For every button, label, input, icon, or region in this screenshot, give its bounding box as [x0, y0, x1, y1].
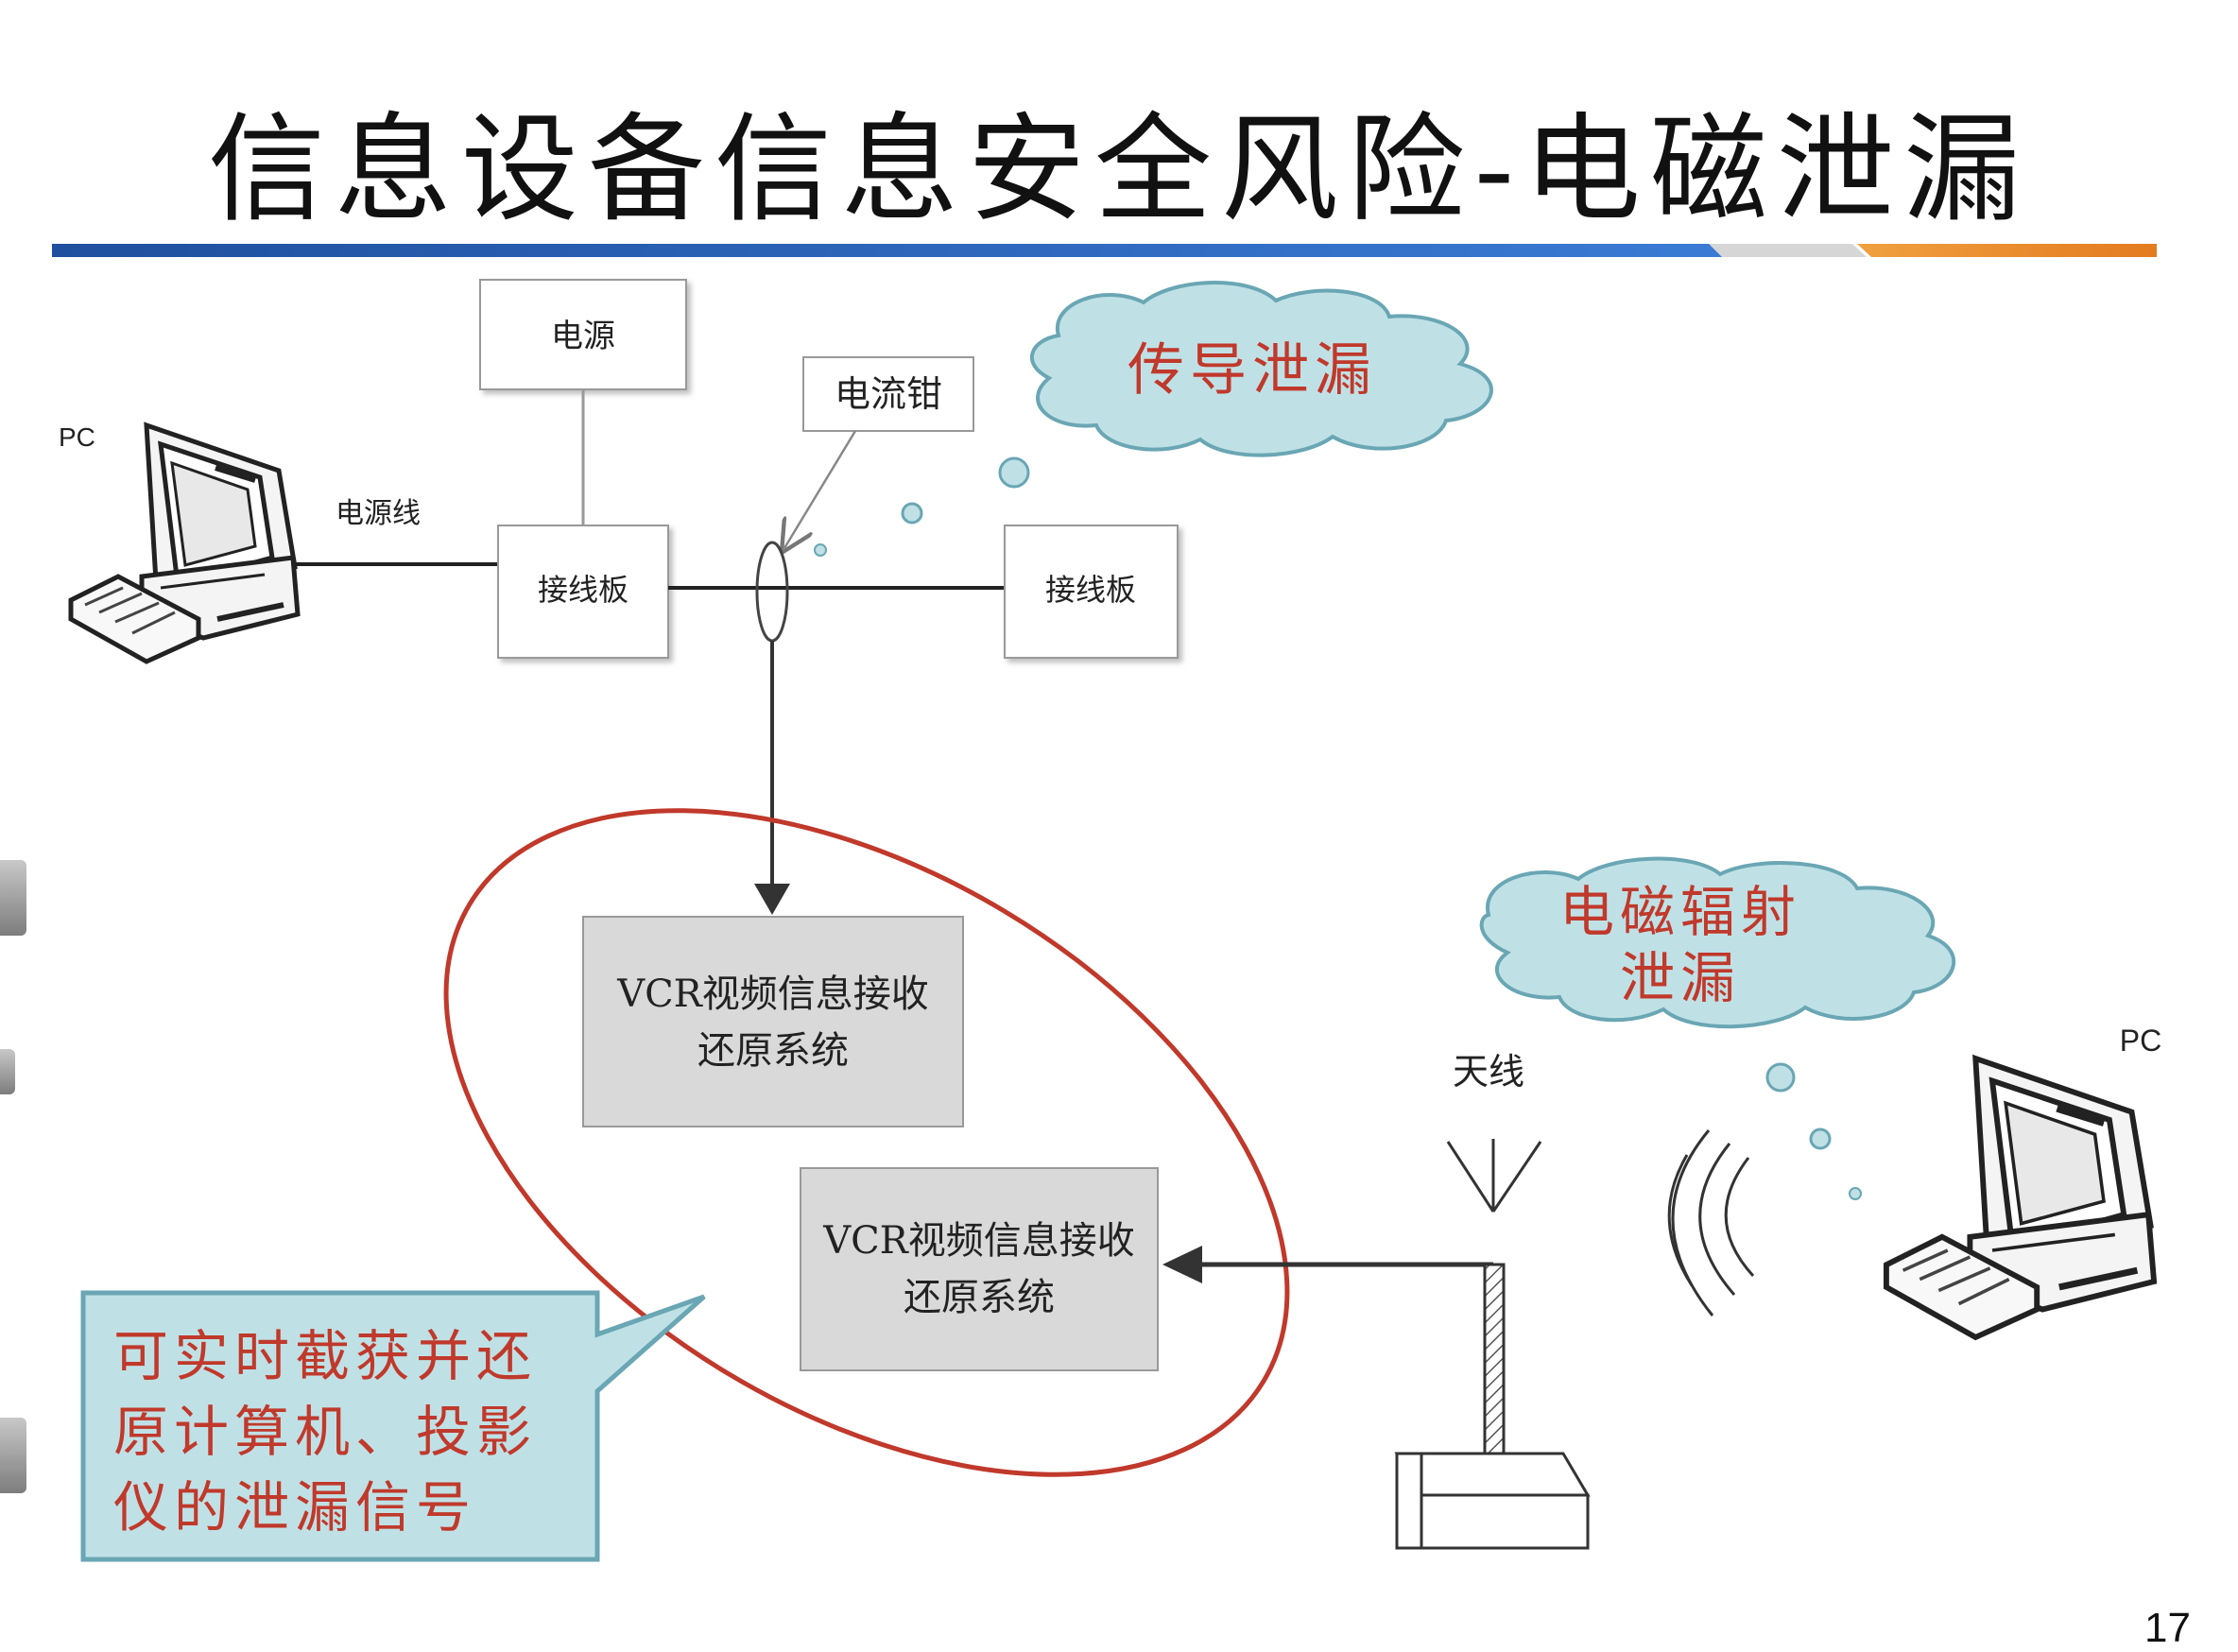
callout-line1: 可实时截获并还: [113, 1324, 537, 1388]
current-clamp-label-box: 电流钳: [802, 356, 974, 432]
pc-right-icon: [1883, 1054, 2158, 1341]
callout-line3: 仪的泄漏信号: [113, 1475, 476, 1540]
cloud-bubble-3: [814, 543, 827, 557]
receiver-box-top: VCR视频信息接收 还原系统: [582, 916, 964, 1127]
radiation-leak-label-line2: 泄漏: [1620, 946, 1741, 1010]
radiation-leak-cloud: 电磁辐射 泄漏: [1479, 856, 1956, 1029]
header-rule: [52, 244, 2157, 257]
antenna-label: 天线: [1453, 1051, 1524, 1093]
power-supply-box: 电源: [479, 279, 687, 390]
left-arrow-head: [1162, 1246, 1202, 1283]
cloud-bubble-2: [901, 502, 923, 525]
cloud-bubble-5: [1809, 1127, 1832, 1150]
cloud-bubble-4: [1765, 1062, 1796, 1093]
power-strip-right-label: 接线板: [1045, 572, 1136, 608]
radio-waves-icon: [1667, 1129, 1755, 1316]
power-cord-label: 电源线: [336, 497, 421, 530]
clamp-pointer-arrow: [784, 430, 857, 548]
receiver-bottom-line2: 还原系统: [904, 1276, 1055, 1319]
pc-left-label: PC: [59, 422, 95, 452]
power-supply-label: 电源: [551, 318, 615, 355]
conduction-leak-label: 传导泄漏: [1128, 337, 1377, 404]
receiver-box-bottom: VCR视频信息接收 还原系统: [800, 1167, 1159, 1371]
pc-right-label: PC: [2120, 1024, 2161, 1058]
cloud-bubble-1: [998, 456, 1030, 489]
cloud-bubble-6: [1849, 1187, 1862, 1200]
highlight-ellipse: [443, 808, 1290, 1477]
slide-title: 信息设备信息安全风险-电磁泄漏: [208, 102, 2030, 238]
current-clamp-icon: [755, 541, 789, 643]
side-tab-1[interactable]: [0, 860, 26, 936]
pc-left-icon: [68, 422, 301, 664]
radiation-leak-label-line1: 电磁辐射: [1559, 880, 1801, 944]
receiver-top-line1: VCR视频信息接收: [616, 972, 929, 1016]
power-strip-right: 接线板: [1004, 525, 1179, 659]
side-tab-3[interactable]: [0, 1418, 26, 1493]
power-strip-left-label: 接线板: [538, 572, 628, 608]
current-clamp-label: 电流钳: [835, 373, 942, 415]
callout-box: 可实时截获并还 原计算机、投影 仪的泄漏信号: [80, 1290, 706, 1562]
conduction-leak-cloud: 传导泄漏: [1029, 281, 1493, 457]
antenna-icon: [1394, 1139, 1591, 1550]
power-strip-left: 接线板: [497, 525, 669, 659]
down-arrow-head: [754, 884, 790, 915]
receiver-bottom-line1: VCR视频信息接收: [822, 1219, 1135, 1263]
callout-line2: 原计算机、投影: [113, 1400, 537, 1464]
side-tab-2[interactable]: [0, 1049, 15, 1094]
page-number: 17: [2144, 1605, 2191, 1651]
receiver-top-line2: 还原系统: [697, 1029, 849, 1073]
